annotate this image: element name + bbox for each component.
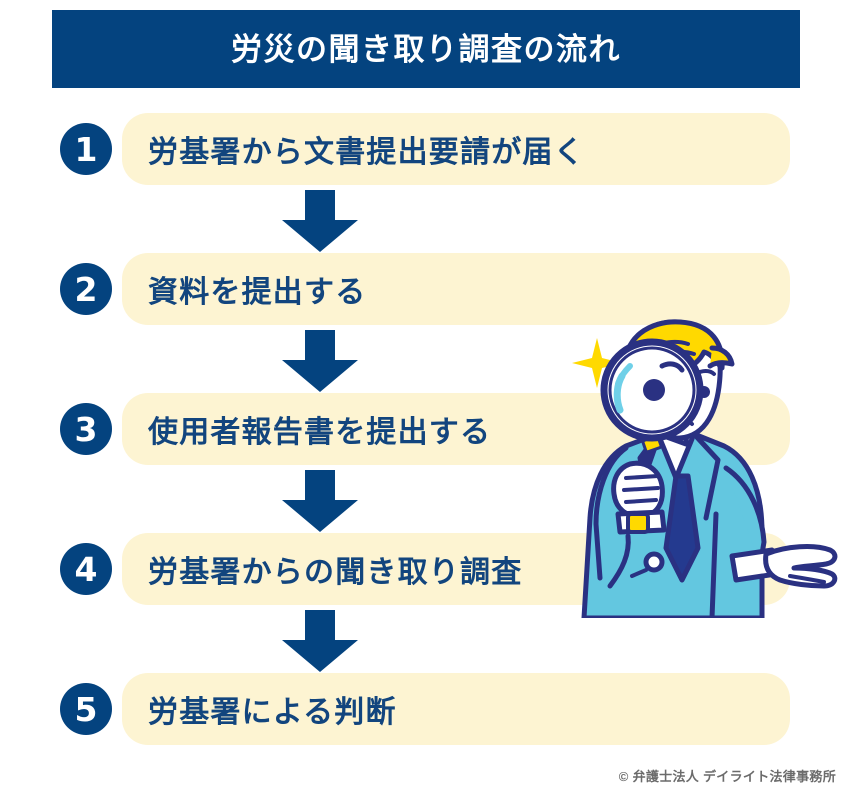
step-number-badge-3: 3 — [60, 403, 112, 455]
step-number-badge-4: 4 — [60, 543, 112, 595]
sparkle-icon — [572, 338, 622, 388]
flow-step-2: 2 資料を提出する — [0, 253, 850, 325]
page-title: 労災の聞き取り調査の流れ — [231, 31, 621, 67]
header-bar: 労災の聞き取り調査の流れ — [52, 10, 800, 88]
down-arrow-icon-3 — [282, 470, 358, 532]
down-arrow-icon-4 — [282, 610, 358, 672]
flow-step-5: 5 労基署による判断 — [0, 673, 850, 745]
flow-step-3: 3 使用者報告書を提出する — [0, 393, 850, 465]
step-number-badge-1: 1 — [60, 123, 112, 175]
copyright-credit: © 弁護士法人 デイライト法律事務所 — [618, 769, 836, 784]
flow-step-4: 4 労基署からの聞き取り調査 — [0, 533, 850, 605]
step-bar-2 — [122, 253, 790, 325]
step-label-4: 労基署からの聞き取り調査 — [148, 556, 523, 589]
step-label-3: 使用者報告書を提出する — [148, 416, 492, 449]
flow-step-1: 1 労基署から文書提出要請が届く — [0, 113, 850, 185]
step-bar-5 — [122, 673, 790, 745]
step-number-badge-2: 2 — [60, 263, 112, 315]
step-label-1: 労基署から文書提出要請が届く — [148, 136, 585, 169]
step-number-badge-5: 5 — [60, 683, 112, 735]
down-arrow-icon-2 — [282, 330, 358, 392]
step-label-5: 労基署による判断 — [148, 696, 397, 729]
down-arrow-icon-1 — [282, 190, 358, 252]
step-label-2: 資料を提出する — [148, 276, 367, 309]
step-bar-1 — [122, 113, 790, 185]
